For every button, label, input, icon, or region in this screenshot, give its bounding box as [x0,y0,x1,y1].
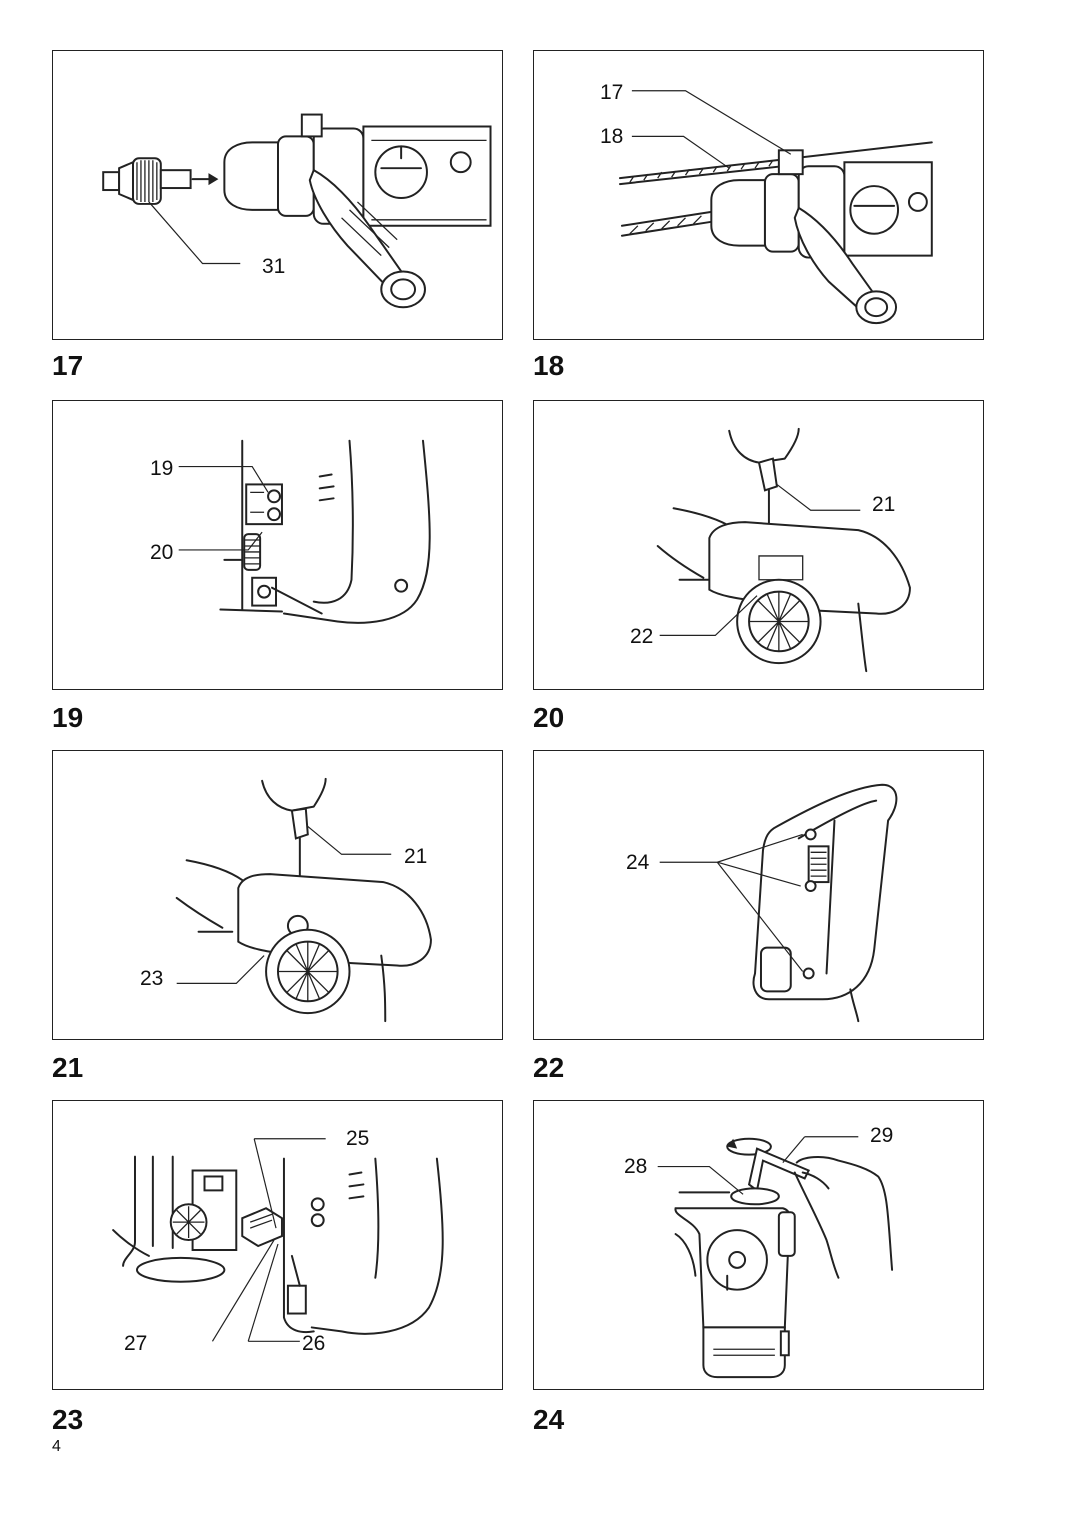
figure-number-18: 18 [533,350,565,381]
figure-22-illustration [533,750,984,1040]
callout-26: 26 [302,1332,326,1355]
figure-19-illustration [52,400,503,690]
hammer-drill-top-view [237,873,432,1023]
connector [241,1207,283,1248]
hex-wrench-adjustment-drawing [657,1136,894,1379]
figure-23-illustration [52,1100,503,1390]
brush-holder-screwdriver-drawing [175,777,432,1023]
brush-cap-screwdriver-drawing [656,427,911,673]
rotation-arrow [726,1137,772,1156]
figure-24-illustration [533,1100,984,1390]
callout-20: 20 [150,541,174,564]
speed-control-connector-drawing [112,1138,444,1342]
callout-28: 28 [624,1155,648,1178]
callout-21: 21 [872,493,896,516]
callout-21: 21 [404,845,428,868]
hammer-drill-rear-view [752,783,898,1023]
callout-24: 24 [626,851,650,874]
figure-17-illustration [52,50,503,340]
hand [793,1156,894,1279]
figure-20-illustration [533,400,984,690]
depth-gauge-drawing [618,90,933,325]
callout-25: 25 [346,1127,370,1150]
figure-number-23: 23 [52,1404,84,1435]
hammer-drill-body [223,113,492,227]
tool-housing [282,1157,444,1335]
callout-18: 18 [600,125,624,148]
figure-number-24: 24 [533,1404,565,1435]
internal-controller [112,1155,238,1283]
figure-18-illustration [533,50,984,340]
rear-cover-screws-drawing [659,783,898,1023]
hammer-drill-front-view [674,1187,796,1379]
figure-number-21: 21 [52,1052,84,1083]
figure-number-19: 19 [52,702,84,733]
callout-19: 19 [150,457,174,480]
figure-number-20: 20 [533,702,565,733]
figure-number-17: 17 [52,350,84,381]
callout-29: 29 [870,1124,894,1147]
figure-21-illustration [52,750,503,1040]
callout-17: 17 [600,81,624,104]
side-handle [793,206,898,325]
callout-31: 31 [262,255,286,278]
callout-22: 22 [630,625,654,648]
callout-27: 27 [124,1332,148,1355]
figure-number-22: 22 [533,1052,565,1083]
drill-chuck-attachment-drawing [102,113,492,309]
callout-23: 23 [140,967,164,990]
drill-chuck [102,157,192,205]
speed-dial-drawing [178,439,431,624]
page-number: 4 [52,1438,61,1455]
side-handle [308,168,426,309]
hammer-drill-top-view [708,521,911,673]
